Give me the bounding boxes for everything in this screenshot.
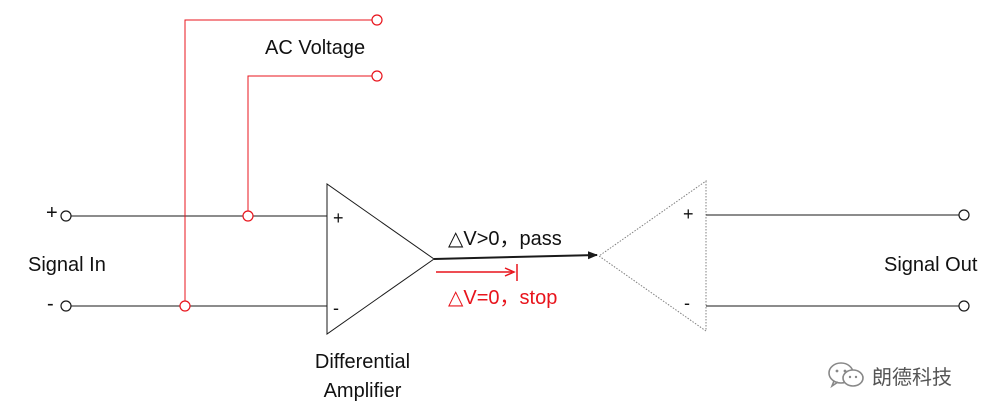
input-plus-sign: + xyxy=(46,202,58,224)
pass-arrow xyxy=(433,251,598,260)
input-minus-terminal xyxy=(60,300,72,312)
stop-label: △V=0，stop xyxy=(448,287,558,309)
ac-terminal-top xyxy=(371,14,383,26)
buffer-minus-sign: - xyxy=(684,293,690,313)
pass-label: △V>0，pass xyxy=(448,228,562,250)
diff-amp-label-line1: Differential xyxy=(314,351,411,373)
buffer-plus-sign: + xyxy=(683,204,694,224)
differential-amplifier-triangle xyxy=(326,183,435,335)
amp-minus-sign: - xyxy=(333,298,339,318)
input-plus-terminal xyxy=(60,210,72,222)
output-minus-terminal xyxy=(958,300,970,312)
diff-amp-label-line2: Amplifier xyxy=(323,380,402,402)
ac-wire-bottom xyxy=(247,75,372,216)
amp-plus-sign: + xyxy=(333,208,344,228)
watermark: 朗德科技 xyxy=(826,360,952,390)
ac-wire-top xyxy=(184,19,372,306)
ac-voltage-label: AC Voltage xyxy=(265,37,366,59)
input-minus-sign: - xyxy=(47,293,54,315)
wechat-logo-icon xyxy=(828,362,864,389)
output-buffer-triangle xyxy=(598,180,707,332)
output-plus-terminal xyxy=(958,209,970,221)
ac-junction-minus xyxy=(179,300,191,312)
ac-terminal-bottom xyxy=(371,70,383,82)
watermark-text: 朗德科技 xyxy=(872,364,952,389)
signal-in-label: Signal In xyxy=(28,254,106,276)
stop-arrow-head xyxy=(504,267,516,277)
signal-out-label: Signal Out xyxy=(884,254,978,276)
ac-junction-plus xyxy=(242,210,254,222)
